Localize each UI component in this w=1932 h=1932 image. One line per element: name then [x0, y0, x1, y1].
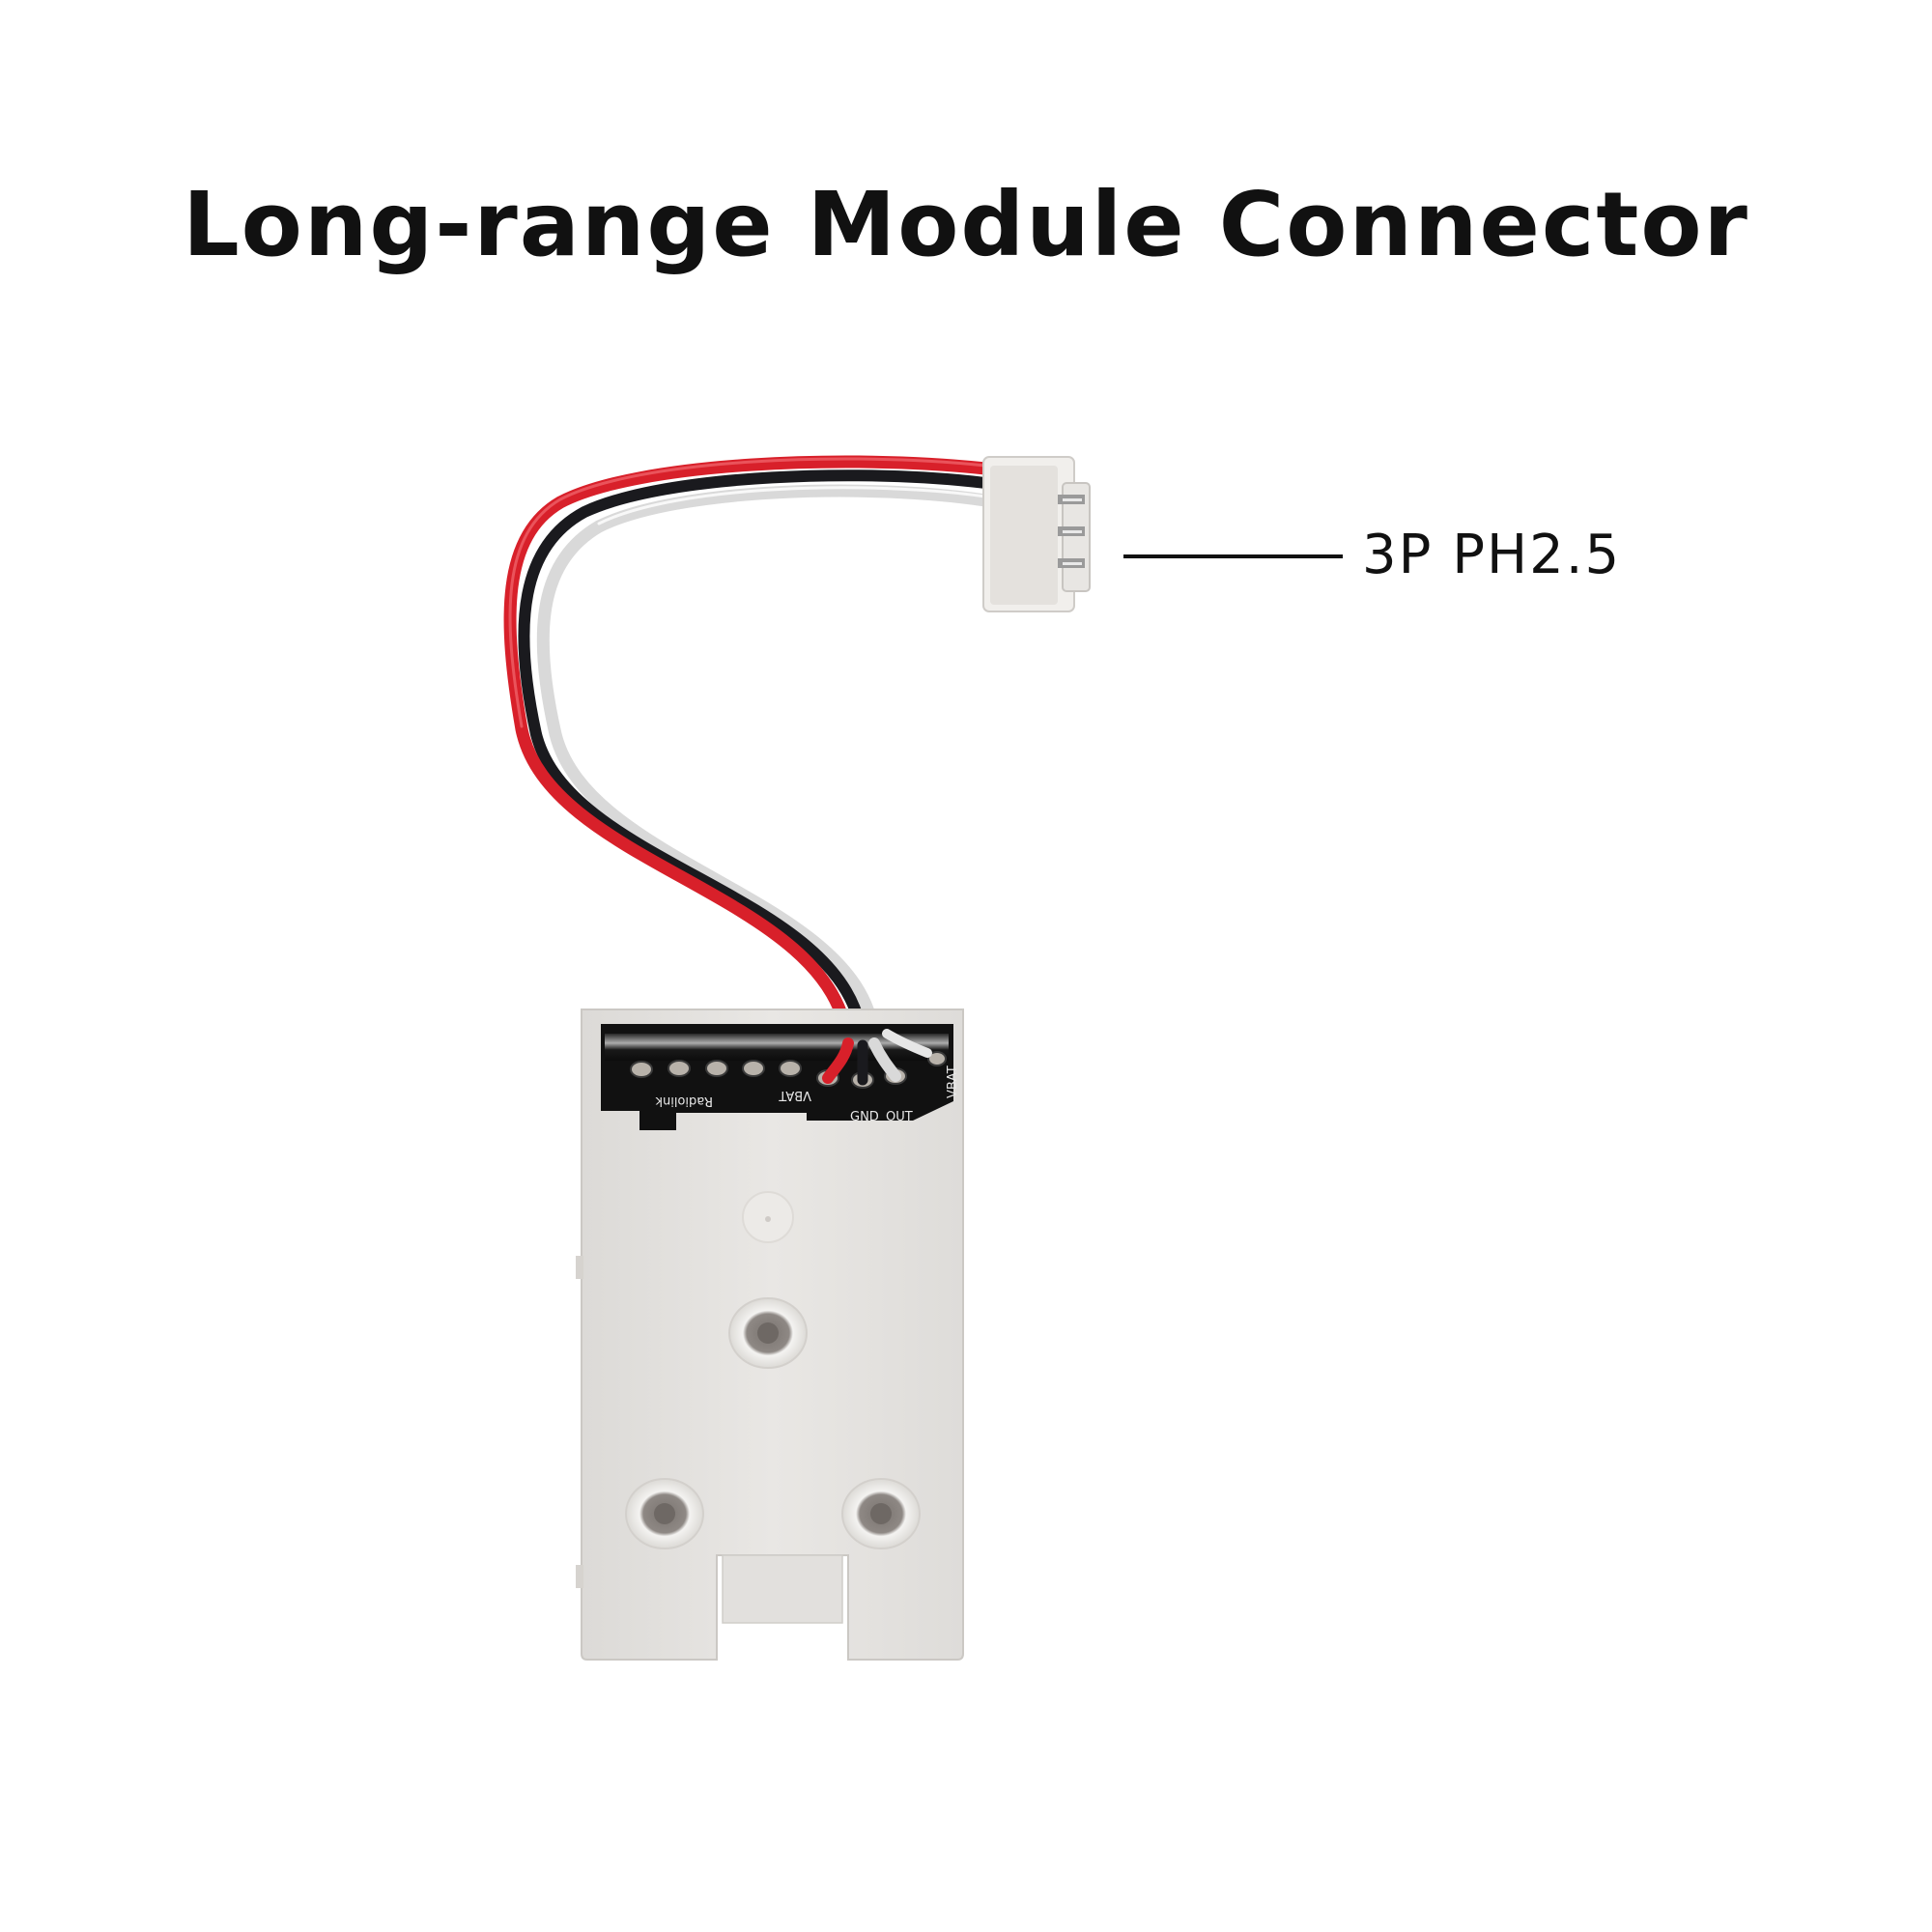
wire-white: [536, 484, 992, 1050]
callout-leader-line: [1123, 554, 1343, 558]
pcb-vbat-right-marking: VBAT: [946, 1065, 960, 1098]
solder-pads: [630, 1051, 947, 1089]
mounting-holes: [625, 1297, 921, 1549]
wire-black: [518, 469, 991, 1051]
wire-solder-ends: [822, 1029, 932, 1086]
connector-callout-label: 3P PH2.5: [1362, 524, 1622, 586]
page-title: Long-range Module Connector: [183, 173, 1749, 276]
wire-bundle: [503, 455, 992, 1055]
wire-red: [503, 455, 992, 1055]
pcb-brand-marking: Radiolink: [655, 1094, 713, 1108]
pcb-gnd-marking: GND: [850, 1110, 879, 1124]
ph25-connector-plug: [982, 456, 1091, 612]
pcb-out-marking: OUT: [886, 1110, 913, 1124]
pcb-vbat-left-marking: VBAT: [779, 1088, 811, 1102]
